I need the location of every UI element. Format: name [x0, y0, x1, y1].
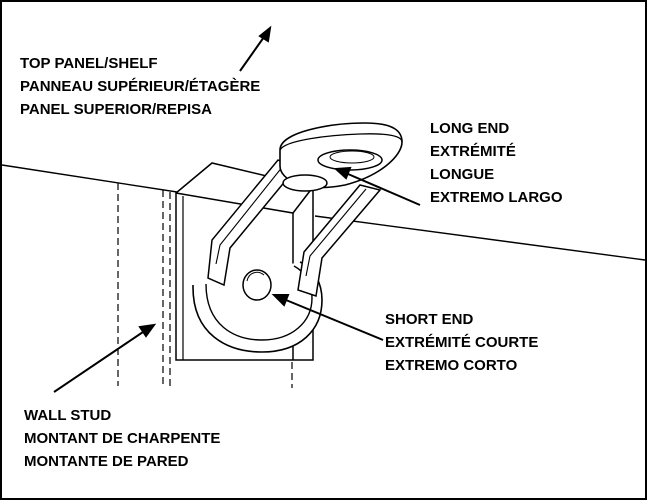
long-end-label-fr-1: EXTRÉMITÉ	[430, 143, 516, 160]
top-panel-label-es: PANEL SUPERIOR/REPISA	[20, 101, 212, 118]
top-panel-label: TOP PANEL/SHELF PANNEAU SUPÉRIEUR/ÉTAGÈR…	[20, 52, 260, 121]
wall-stud-label-en: WALL STUD	[24, 407, 112, 424]
bracket-strap-right-inner	[305, 188, 367, 277]
top-panel-edge-left	[1, 164, 191, 195]
arrow-wall-stud	[53, 323, 157, 393]
long-end-plate-top-edge	[279, 133, 403, 151]
long-end-label: LONG END EXTRÉMITÉ LONGUE EXTREMO LARGO	[430, 117, 563, 209]
top-panel-edge-right	[314, 215, 646, 261]
top-panel-label-fr: PANNEAU SUPÉRIEUR/ÉTAGÈRE	[20, 78, 261, 95]
wall-stud-label: WALL STUD MONTANT DE CHARPENTE MONTANTE …	[24, 404, 220, 473]
long-end-hole-2	[282, 174, 328, 192]
wall-stud-label-es: MONTANTE DE PARED	[24, 453, 189, 470]
long-end-label-fr-2: LONGUE	[430, 166, 495, 183]
short-end-label-en: SHORT END	[385, 311, 474, 328]
short-end-label-fr: EXTRÉMITÉ COURTE	[385, 334, 539, 351]
short-end-hole-shade	[246, 271, 265, 282]
long-end-hole-1-inner	[329, 150, 375, 164]
arrow-top-panel	[239, 25, 272, 72]
bracket-strap-right	[297, 184, 382, 297]
arrow-short-end	[271, 294, 384, 341]
bracket-strap-left-inner	[215, 165, 284, 265]
long-end-label-es: EXTREMO LARGO	[430, 189, 563, 206]
short-end-label: SHORT END EXTRÉMITÉ COURTE EXTREMO CORTO	[385, 308, 538, 377]
long-end-label-en: LONG END	[430, 120, 510, 137]
short-end-label-es: EXTREMO CORTO	[385, 357, 518, 374]
wall-stud-label-fr: MONTANT DE CHARPENTE	[24, 430, 221, 447]
short-end-hole	[242, 269, 272, 301]
arrow-long-end	[333, 166, 421, 206]
top-panel-label-en: TOP PANEL/SHELF	[20, 55, 158, 72]
